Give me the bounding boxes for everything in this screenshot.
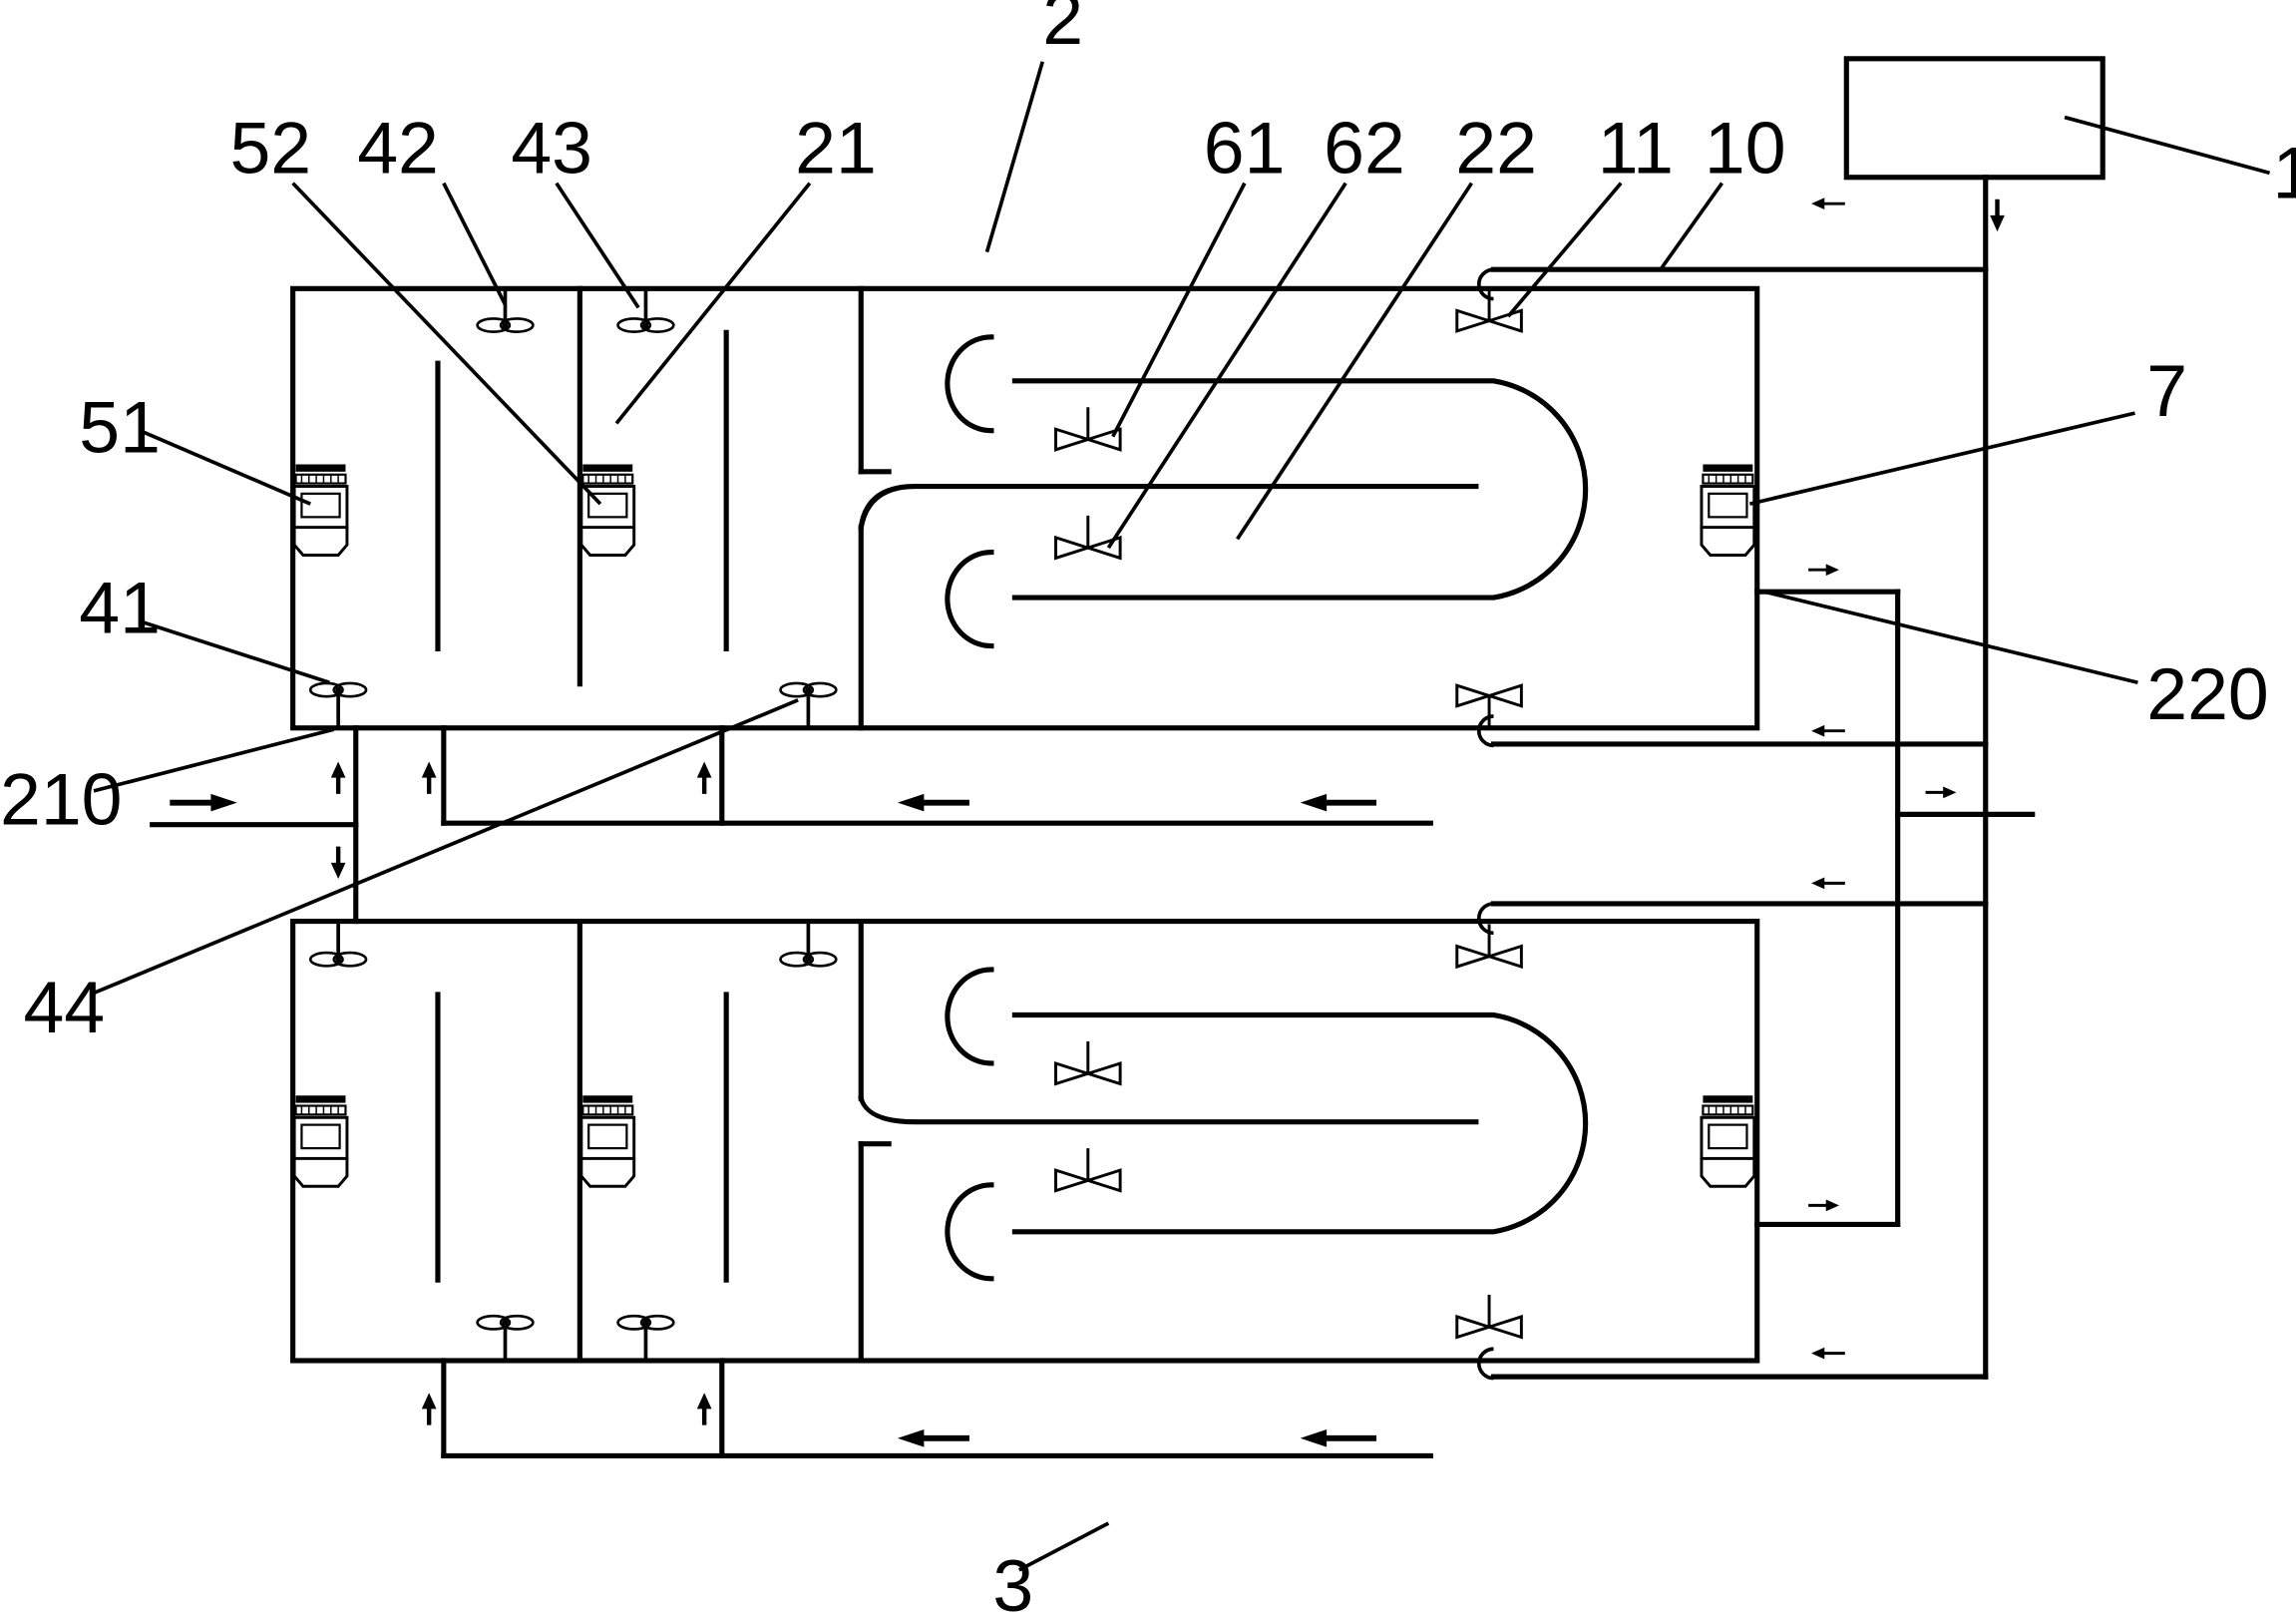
aerator-61-icon	[1054, 405, 1122, 452]
flow-arrow-left-icon	[897, 793, 969, 812]
aerator-icon	[1455, 923, 1523, 969]
flow-arrow-left-icon	[1811, 877, 1845, 890]
flow-arrow-left-icon	[1300, 793, 1377, 812]
flow-arrow-left-icon	[1811, 724, 1845, 737]
flow-arrow-right-icon	[1808, 564, 1839, 577]
mixer-icon	[616, 1314, 675, 1331]
label-3: 3	[992, 1545, 1033, 1617]
flow-arrow-left-icon	[1300, 1428, 1377, 1447]
label-51: 51	[79, 387, 161, 469]
label-43: 43	[511, 107, 592, 189]
label-210: 210	[0, 759, 122, 841]
aerator-icon	[1455, 683, 1523, 730]
label-22: 22	[1455, 107, 1537, 189]
label-44: 44	[23, 967, 105, 1048]
label-62: 62	[1324, 107, 1405, 189]
piping	[150, 56, 2105, 1458]
leader-lines	[93, 61, 2271, 1572]
flow-arrow-right-icon	[1925, 786, 1957, 799]
aerator-icon	[1054, 1146, 1122, 1193]
flow-arrow-left-icon	[1811, 198, 1845, 210]
motor-icon	[1700, 1093, 1756, 1188]
dosing-box	[1843, 56, 2105, 181]
mixer-icon	[476, 1314, 535, 1331]
aerator-icon	[1054, 1039, 1122, 1085]
flow-arrow-down-icon	[330, 846, 346, 879]
label-41: 41	[79, 567, 161, 648]
label-11: 11	[1598, 107, 1674, 189]
aerator-62-icon	[1054, 514, 1122, 560]
motor-52-icon	[579, 463, 636, 557]
flow-arrow-up-icon	[421, 761, 437, 794]
label-61: 61	[1204, 107, 1286, 189]
mixer-41-icon	[308, 681, 368, 698]
motor-icon	[292, 1093, 349, 1188]
label-42: 42	[357, 107, 439, 189]
mixer-42-icon	[476, 317, 535, 333]
mixer-43-icon	[616, 317, 675, 333]
label-1: 1	[2273, 132, 2296, 213]
flow-arrow-up-icon	[696, 761, 712, 794]
label-7: 7	[2146, 350, 2187, 432]
flow-arrow-right-icon	[170, 793, 237, 812]
motor-7-icon	[1700, 463, 1756, 557]
flow-arrow-down-icon	[1990, 199, 2005, 232]
motor-icon	[579, 1093, 636, 1188]
label-2: 2	[1042, 0, 1083, 60]
mixer-44-icon	[779, 681, 838, 698]
label-220: 220	[2146, 653, 2268, 735]
flow-arrow-right-icon	[1808, 1199, 1839, 1212]
aerator-icon	[1455, 1293, 1523, 1339]
flow-arrow-up-icon	[696, 1393, 712, 1425]
tank-lower	[290, 918, 1760, 1364]
flow-arrow-left-icon	[1811, 1347, 1845, 1360]
flow-arrow-up-icon	[330, 761, 346, 794]
flow-arrow-left-icon	[897, 1428, 969, 1447]
motor-51-icon	[292, 463, 349, 557]
label-52: 52	[229, 107, 311, 189]
label-10: 10	[1705, 107, 1786, 189]
mixer-icon	[779, 951, 838, 968]
label-21: 21	[795, 107, 877, 189]
flow-arrow-up-icon	[421, 1393, 437, 1425]
mixer-icon	[308, 951, 368, 968]
tank-upper	[290, 285, 1760, 731]
